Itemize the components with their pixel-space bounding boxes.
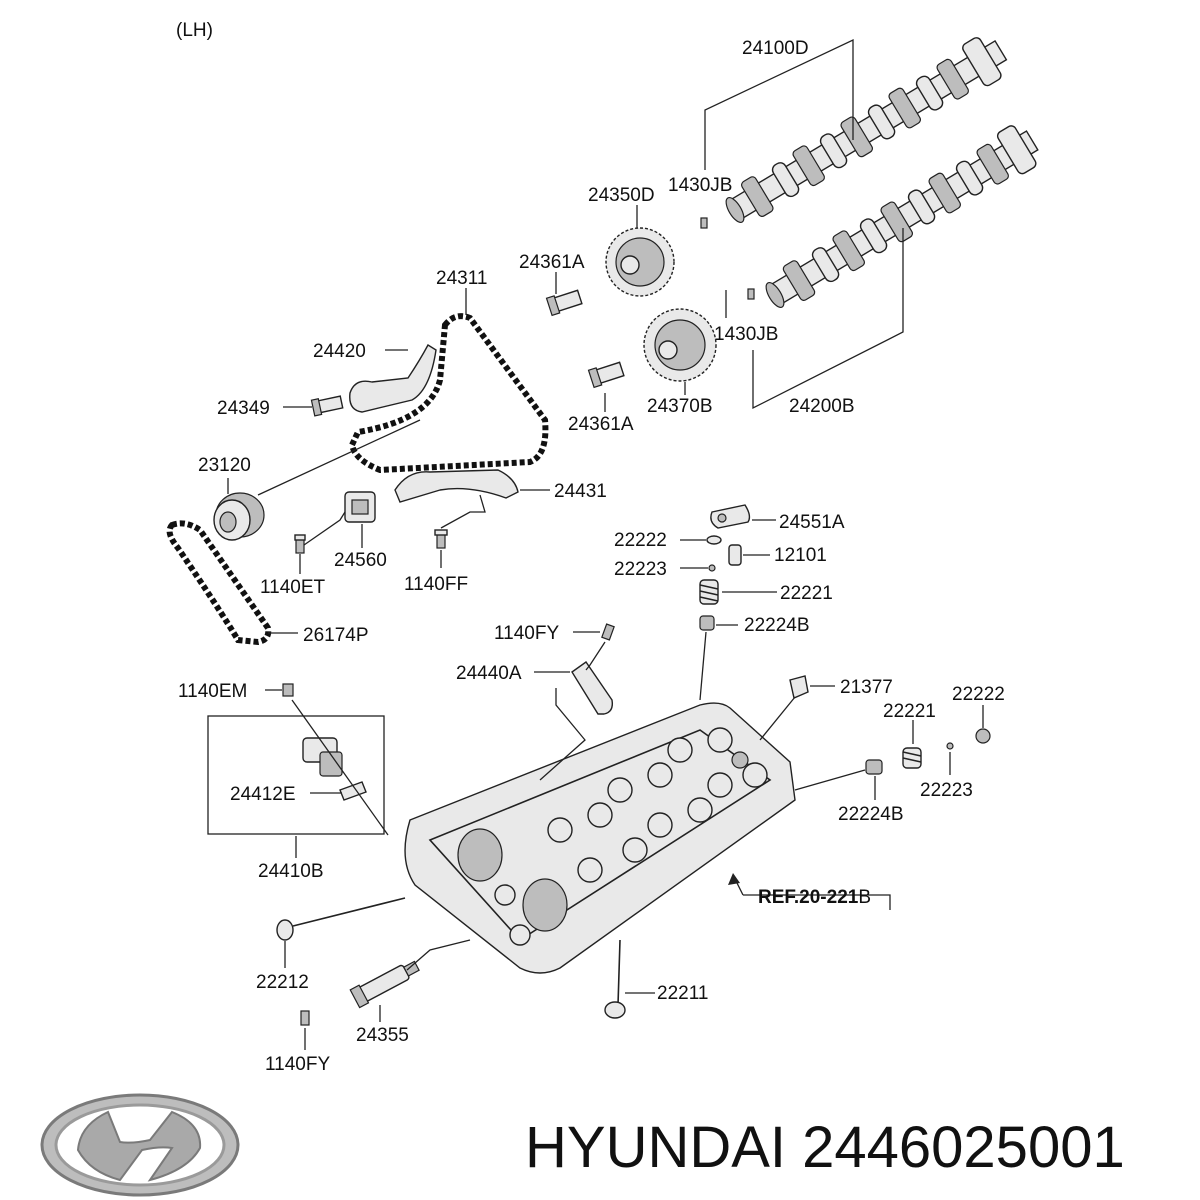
sprocket-24370b bbox=[643, 308, 717, 382]
label-ref-suffix: B bbox=[858, 887, 871, 908]
label-ref-bold: REF.20-221 bbox=[758, 887, 859, 908]
oil-pump-assembly bbox=[302, 737, 367, 801]
valve-cotter-22223 bbox=[708, 564, 716, 572]
label-22221-a: 22221 bbox=[780, 583, 833, 604]
label-24361a-b: 24361A bbox=[568, 414, 634, 435]
label-24350d: 24350D bbox=[588, 185, 655, 206]
side-label: (LH) bbox=[176, 20, 213, 41]
label-1140et: 1140ET bbox=[260, 577, 326, 598]
valve-seal-22224b-right bbox=[865, 759, 883, 775]
bolt-24349 bbox=[310, 395, 344, 417]
label-1140fy-a: 1140FY bbox=[494, 623, 559, 644]
bolt-1140et bbox=[294, 534, 306, 554]
label-1140fy-b: 1140FY bbox=[265, 1054, 330, 1075]
sprocket-24350d bbox=[605, 227, 675, 297]
label-22211: 22211 bbox=[657, 983, 708, 1004]
label-24311: 24311 bbox=[436, 268, 487, 289]
chain-guide-24420 bbox=[349, 344, 437, 413]
rocker-24551a bbox=[710, 504, 751, 529]
label-24349: 24349 bbox=[217, 398, 270, 419]
brand-title: HYUNDAI 2446025001 bbox=[525, 1115, 1125, 1180]
label-1430jb-a: 1430JB bbox=[668, 175, 732, 196]
bolt-1140fy-lower bbox=[300, 1010, 310, 1026]
label-24412e: 24412E bbox=[230, 784, 296, 805]
oil-control-valve-24355 bbox=[349, 960, 420, 1009]
chain-guide-24431 bbox=[394, 469, 519, 503]
part-labels: 24100D 1430JB 24350D 24361A 24311 24420 … bbox=[178, 38, 1005, 1075]
label-22223-a: 22223 bbox=[614, 559, 667, 580]
label-22222-a: 22222 bbox=[614, 530, 667, 551]
label-22212: 22212 bbox=[256, 972, 309, 993]
bolt-24361a-lower bbox=[587, 361, 625, 389]
hyundai-logo-icon bbox=[40, 1093, 240, 1197]
oil-pump-chain-26174p bbox=[166, 520, 272, 646]
label-21377: 21377 bbox=[840, 677, 893, 698]
cylinder-head bbox=[404, 702, 796, 974]
label-24100d: 24100D bbox=[742, 38, 809, 59]
lash-cap-22222-right bbox=[975, 728, 991, 744]
label-24355: 24355 bbox=[356, 1025, 409, 1046]
valve-spring-22221 bbox=[699, 579, 719, 605]
camshaft-lower bbox=[765, 125, 1039, 308]
bolt-1140em bbox=[282, 683, 294, 697]
crank-sprocket-23120 bbox=[213, 492, 265, 541]
assembly-box-24410b bbox=[207, 715, 385, 835]
valve-22212 bbox=[276, 897, 406, 941]
bolt-1140fy-upper bbox=[601, 623, 615, 641]
bolt-1140ff bbox=[434, 529, 448, 549]
cap-21377 bbox=[789, 675, 809, 699]
label-1430jb-b: 1430JB bbox=[714, 324, 778, 345]
label-22224b-a: 22224B bbox=[744, 615, 810, 636]
lash-adjuster-12101 bbox=[728, 544, 742, 566]
label-24361a-a: 24361A bbox=[519, 252, 585, 273]
valve-cotter-22223-right bbox=[946, 742, 954, 750]
label-24370b: 24370B bbox=[647, 396, 713, 417]
label-24200b: 24200B bbox=[789, 396, 855, 417]
label-1140ff: 1140FF bbox=[404, 574, 468, 595]
label-12101: 12101 bbox=[774, 545, 827, 566]
label-24440a: 24440A bbox=[456, 663, 522, 684]
lash-cap-22222 bbox=[706, 535, 722, 545]
leader-lines bbox=[227, 205, 984, 1050]
label-24560: 24560 bbox=[334, 550, 387, 571]
pin-1430jb-upper bbox=[700, 217, 708, 229]
label-1140em: 1140EM bbox=[178, 681, 247, 702]
tensioner-24560 bbox=[344, 491, 376, 523]
label-22222-b: 22222 bbox=[952, 684, 1005, 705]
valve-spring-22221-right bbox=[902, 747, 922, 769]
label-22224b-b: 22224B bbox=[838, 804, 904, 825]
sensor-24440a bbox=[571, 661, 614, 715]
label-22221-b: 22221 bbox=[883, 701, 936, 722]
camshaft-upper bbox=[725, 37, 1008, 223]
timing-chain-24311 bbox=[348, 313, 549, 474]
valve-seal-22224b bbox=[699, 615, 715, 631]
label-24431: 24431 bbox=[554, 481, 607, 502]
label-24410b: 24410B bbox=[258, 861, 324, 882]
label-24420: 24420 bbox=[313, 341, 366, 362]
label-ref: REF.20-221B bbox=[758, 887, 871, 908]
pin-1430jb-lower bbox=[747, 288, 755, 300]
label-26174p: 26174P bbox=[303, 625, 369, 646]
label-23120: 23120 bbox=[198, 455, 251, 476]
valve-22211 bbox=[604, 939, 626, 1019]
label-22223-b: 22223 bbox=[920, 780, 973, 801]
bolt-24361a-upper bbox=[545, 289, 583, 317]
label-24551a: 24551A bbox=[779, 512, 845, 533]
